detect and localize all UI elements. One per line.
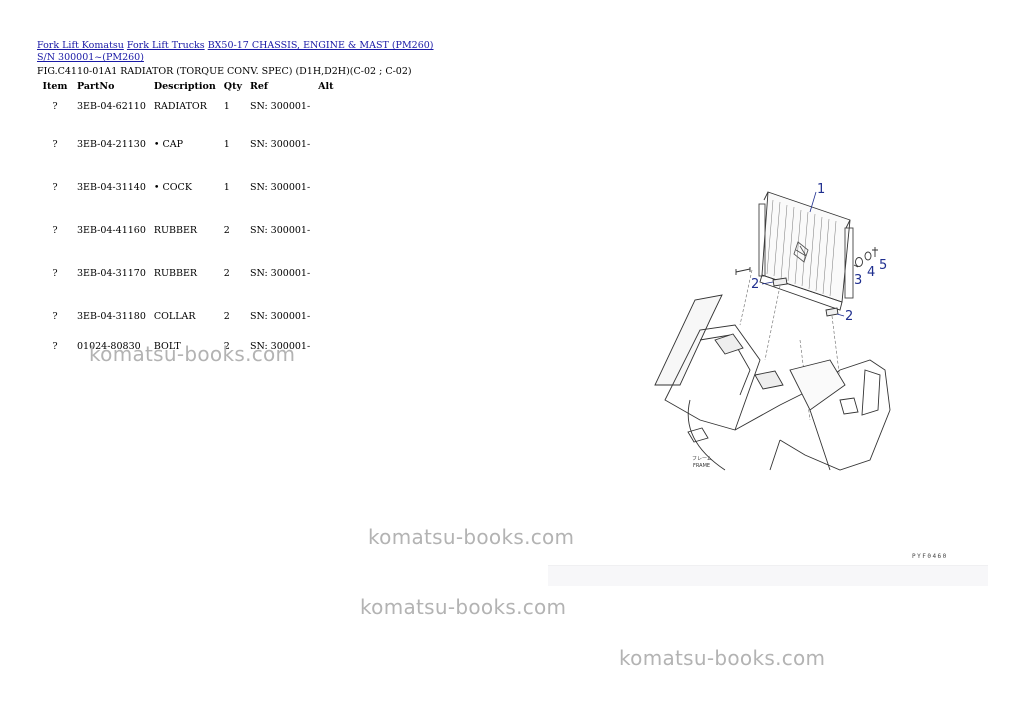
callout-1: 1 [817, 182, 825, 197]
callout-3: 3 [854, 273, 862, 288]
exploded-parts-drawing: 1 2 3 4 5 2 フレーム FRAME [654, 182, 891, 471]
column-header-ref: Ref [249, 80, 269, 92]
cell-partno: 3EB-04-31180 [77, 311, 146, 322]
cell-description: RUBBER [153, 225, 198, 236]
frame-label-jp: フレーム [692, 456, 712, 462]
cell-item: ? [52, 182, 58, 193]
cell-description: RADIATOR [153, 101, 207, 112]
table-header-row: Item PartNo Description Qty Ref Alt [37, 78, 338, 96]
cell-alt [314, 294, 337, 337]
table-row: ? 3EB-04-21130 • CAP 1 SN: 300001- [37, 122, 338, 165]
cell-partno: 3EB-04-21130 [77, 139, 146, 150]
cell-item: ? [52, 268, 58, 279]
cell-ref: SN: 300001- [249, 225, 311, 236]
cell-qty: 2 [223, 225, 230, 236]
table-row: ? 3EB-04-31180 COLLAR 2 SN: 300001- [37, 294, 338, 337]
cell-qty: 1 [223, 101, 230, 112]
breadcrumb: Fork Lift Komatsu Fork Lift Trucks BX50-… [37, 40, 437, 64]
parts-table: Item PartNo Description Qty Ref Alt ? 3E… [37, 78, 338, 355]
table-row: ? 3EB-04-31170 RUBBER 2 SN: 300001- [37, 251, 338, 294]
radiator-drawing [758, 191, 854, 311]
cell-item: ? [52, 311, 58, 322]
cell-alt [314, 251, 337, 294]
drawing-footer-strip [548, 565, 988, 586]
cell-ref: SN: 300001- [249, 268, 311, 279]
table-row: ? 3EB-04-62110 RADIATOR 1 SN: 300001- [37, 96, 338, 122]
breadcrumb-link-fork-lift-komatsu[interactable]: Fork Lift Komatsu [37, 40, 124, 51]
column-header-description: Description [153, 80, 216, 92]
column-header-partno: PartNo [77, 80, 115, 92]
drawing-code: PYF0460 [912, 553, 948, 560]
cell-item: ? [52, 101, 58, 112]
cell-alt [314, 96, 337, 122]
column-header-alt: Alt [318, 80, 334, 92]
cell-description: • CAP [153, 139, 184, 150]
watermark-text: komatsu-books.com [360, 595, 567, 619]
cell-item: ? [52, 341, 58, 352]
cell-partno: 3EB-04-62110 [77, 101, 146, 112]
cell-alt [314, 208, 337, 251]
cell-partno: 01024-80830 [77, 341, 141, 352]
cell-item: ? [52, 139, 58, 150]
cell-partno: 3EB-04-31140 [77, 182, 146, 193]
frame-drawing [654, 294, 891, 471]
cell-ref: SN: 300001- [249, 341, 311, 352]
watermark-text: komatsu-books.com [89, 342, 296, 366]
callout-2: 2 [751, 277, 759, 292]
cell-partno: 3EB-04-41160 [77, 225, 146, 236]
table-row: ? 3EB-04-31140 • COCK 1 SN: 300001- [37, 165, 338, 208]
cell-qty: 2 [223, 311, 230, 322]
watermark-text: komatsu-books.com [619, 646, 826, 670]
callout-2b: 2 [845, 309, 853, 324]
frame-label-en: FRAME [693, 463, 710, 469]
cell-qty: 1 [223, 139, 230, 150]
cell-ref: SN: 300001- [249, 182, 311, 193]
cell-alt [314, 122, 337, 165]
figure-title: FIG.C4110-01A1 RADIATOR (TORQUE CONV. SP… [37, 66, 412, 77]
cell-description: BOLT [153, 341, 181, 352]
table-row: ? 3EB-04-41160 RUBBER 2 SN: 300001- [37, 208, 338, 251]
cell-alt [314, 165, 337, 208]
breadcrumb-link-bx50-17[interactable]: BX50-17 CHASSIS, ENGINE & MAST (PM260) S… [37, 40, 434, 63]
column-header-qty: Qty [223, 80, 242, 92]
cell-ref: SN: 300001- [249, 139, 311, 150]
callout-5: 5 [879, 258, 887, 273]
cell-qty: 1 [223, 182, 230, 193]
column-header-item: Item [42, 80, 68, 92]
cell-description: COLLAR [153, 311, 196, 322]
cell-ref: SN: 300001- [249, 101, 311, 112]
cell-ref: SN: 300001- [249, 311, 311, 322]
table-row: ? 01024-80830 BOLT 2 SN: 300001- [37, 337, 338, 355]
cell-qty: 2 [223, 341, 230, 352]
cell-qty: 2 [223, 268, 230, 279]
cell-alt [314, 337, 337, 355]
callout-4: 4 [867, 265, 875, 280]
cell-partno: 3EB-04-31170 [77, 268, 146, 279]
cell-item: ? [52, 225, 58, 236]
watermark-text: komatsu-books.com [368, 525, 575, 549]
cell-description: RUBBER [153, 268, 198, 279]
breadcrumb-link-fork-lift-trucks[interactable]: Fork Lift Trucks [126, 40, 205, 51]
cell-description: • COCK [153, 182, 192, 193]
